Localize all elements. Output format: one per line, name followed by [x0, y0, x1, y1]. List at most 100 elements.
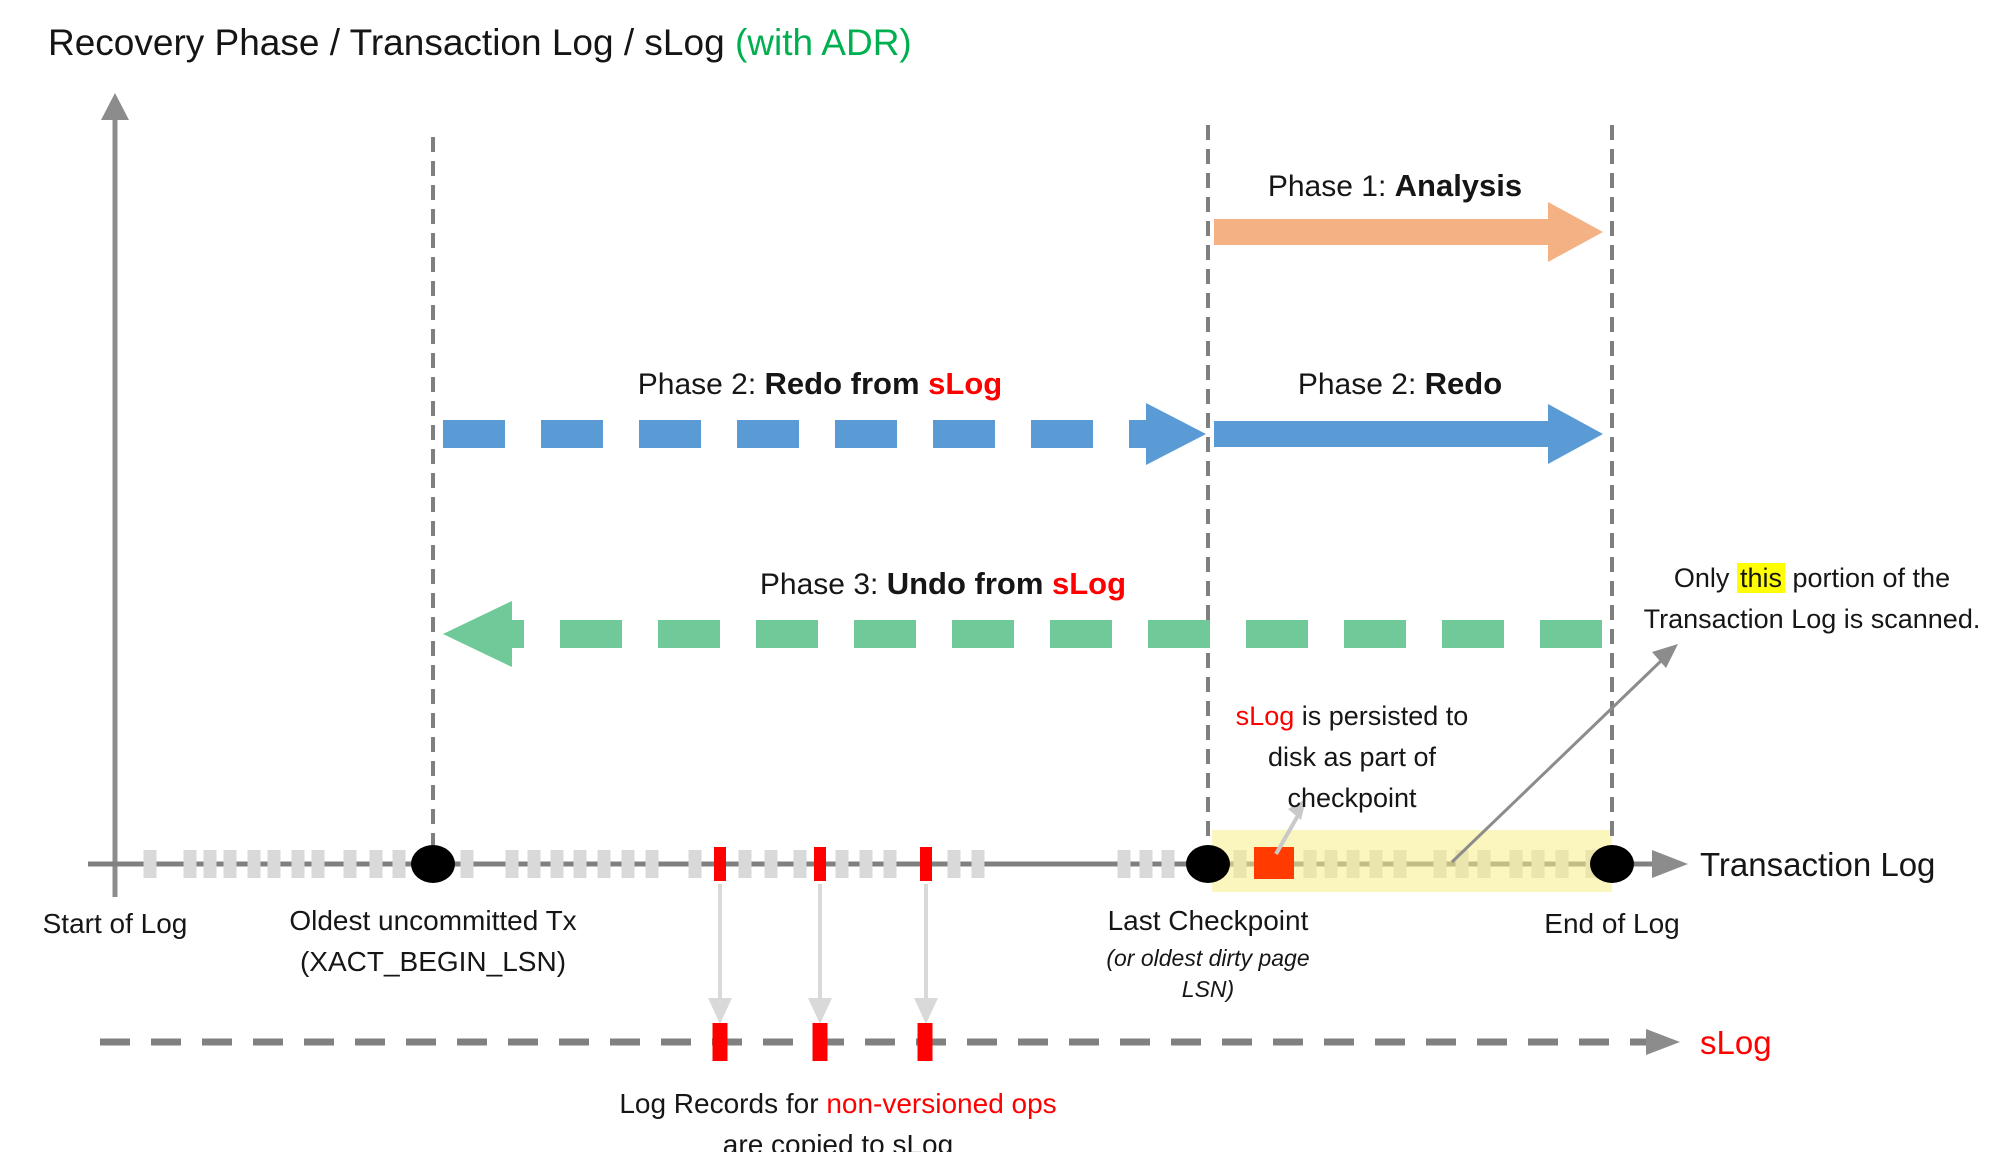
- scanned-note-pre: Only: [1673, 563, 1737, 593]
- oldest-uncommitted-marker: [411, 845, 455, 883]
- transaction-log-arrowhead-icon: [1652, 850, 1688, 878]
- nonversioned-op-tick: [920, 847, 932, 881]
- slog-record-tick: [812, 1023, 828, 1061]
- redo-arrow-body: [1214, 421, 1548, 447]
- oldest-uncommitted-label: Oldest uncommitted Tx (XACT_BEGIN_LSN): [233, 900, 633, 982]
- phase2-prefix: Phase 2:: [1297, 368, 1425, 401]
- y-axis-up-arrowhead-icon: [101, 93, 129, 120]
- checkpoint-line2: (or oldest dirty page: [1106, 945, 1310, 971]
- phase3-name: Undo from: [886, 566, 1052, 601]
- copy-to-slog-arrowhead-icon: [808, 998, 832, 1024]
- log-record-tick: [859, 850, 873, 878]
- copy-to-slog-arrows: [708, 884, 938, 1024]
- persist-pointer-head: [1288, 799, 1306, 820]
- checkpoint-line1: Last Checkpoint: [1107, 905, 1309, 936]
- undo-from-slog-arrow-head: [443, 601, 512, 667]
- log-record-tick: [645, 850, 659, 878]
- log-record-tick: [247, 850, 261, 878]
- redo-arrow-head: [1548, 404, 1603, 464]
- checkpoint-line3: LSN): [1181, 976, 1235, 1002]
- last-checkpoint-label: Last Checkpoint (or oldest dirty page LS…: [1008, 900, 1408, 1005]
- undo-from-slog-arrow: [443, 601, 1602, 667]
- phase1-name: Analysis: [1394, 168, 1523, 203]
- title-accent: (with ADR): [734, 22, 912, 63]
- phase2-slog-label: Phase 2: Redo from sLog: [620, 366, 1020, 402]
- oldest-line1: Oldest uncommitted Tx: [289, 905, 577, 936]
- marker-dots: [411, 845, 1634, 883]
- nonversioned-op-tick: [714, 847, 726, 881]
- log-record-tick: [392, 850, 406, 878]
- log-record-tick: [550, 850, 564, 878]
- analysis-arrow: [1214, 202, 1603, 262]
- start-of-log-label: Start of Log: [42, 908, 188, 939]
- slog-arrowhead-icon: [1646, 1029, 1680, 1055]
- phase2-name: Redo: [1424, 366, 1503, 401]
- end-of-log-label: End of Log: [1544, 908, 1680, 939]
- slog-persisted-square: [1254, 847, 1294, 879]
- phase3-label: Phase 3: Undo from sLog: [743, 566, 1143, 602]
- slog-record-tick: [917, 1023, 933, 1061]
- log-record-tick: [947, 850, 961, 878]
- persist-note-line2: disk as part of: [1267, 742, 1437, 772]
- phase3-prefix: Phase 3:: [759, 568, 887, 601]
- log-record-tick: [343, 850, 357, 878]
- log-record-tick: [505, 850, 519, 878]
- persist-note-line3: checkpoint: [1287, 783, 1417, 813]
- log-record-tick: [835, 850, 849, 878]
- phase2-label: Phase 2: Redo: [1200, 366, 1600, 402]
- redo-arrow: [1214, 404, 1603, 464]
- transaction-log-axis-label: Transaction Log: [1700, 846, 1936, 883]
- copied-note: Log Records for non-versioned ops are co…: [588, 1083, 1088, 1152]
- redo-from-slog-arrow-head: [1146, 403, 1206, 465]
- log-record-tick: [621, 850, 635, 878]
- log-record-tick: [1161, 850, 1175, 878]
- phase2-slog-red: sLog: [928, 366, 1003, 401]
- redo-from-slog-arrow: [443, 403, 1206, 465]
- persist-pointer-line: [1274, 811, 1302, 855]
- copied-note-red: non-versioned ops: [826, 1088, 1057, 1119]
- persist-note: sLog is persisted to disk as part of che…: [1152, 696, 1552, 819]
- log-record-tick: [688, 850, 702, 878]
- log-record-tick: [971, 850, 985, 878]
- log-record-tick: [764, 850, 778, 878]
- last-checkpoint-marker: [1186, 845, 1230, 883]
- log-record-tick: [1139, 850, 1153, 878]
- copied-note-line2: are copied to sLog: [722, 1129, 954, 1152]
- phase1-label: Phase 1: Analysis: [1195, 168, 1595, 204]
- slog-record-tick: [712, 1023, 728, 1061]
- scanned-pointer-line: [1450, 658, 1664, 864]
- scanned-pointer-head: [1652, 644, 1678, 668]
- log-record-tick: [793, 850, 807, 878]
- log-record-tick: [183, 850, 197, 878]
- log-record-tick: [527, 850, 541, 878]
- log-record-tick: [597, 850, 611, 878]
- scanned-note-post: portion of the: [1784, 563, 1951, 593]
- title-main: Recovery Phase / Transaction Log / sLog: [48, 22, 735, 63]
- log-record-tick: [203, 850, 217, 878]
- scanned-note: Only this portion of the Transaction Log…: [1632, 558, 1992, 640]
- log-record-tick: [223, 850, 237, 878]
- log-record-tick: [143, 850, 157, 878]
- log-record-tick: [738, 850, 752, 878]
- analysis-arrow-body: [1214, 219, 1548, 245]
- page-title: Recovery Phase / Transaction Log / sLog …: [48, 22, 912, 64]
- phase1-prefix: Phase 1:: [1267, 170, 1395, 203]
- oldest-line2: (XACT_BEGIN_LSN): [299, 946, 567, 977]
- nonversioned-op-tick: [814, 847, 826, 881]
- marker-dashed-lines: [431, 125, 1614, 845]
- checkpoint-subtext: (or oldest dirty page LSN): [1008, 943, 1408, 1005]
- log-record-tick: [460, 850, 474, 878]
- log-record-tick: [267, 850, 281, 878]
- scanned-note-highlight: this: [1736, 563, 1785, 593]
- copied-note-pre: Log Records for: [619, 1088, 827, 1119]
- persist-pointer-arrow: [1274, 799, 1306, 855]
- log-record-tick: [573, 850, 587, 878]
- log-record-tick: [311, 850, 325, 878]
- slog-axis-label: sLog: [1700, 1024, 1772, 1061]
- log-record-tick: [883, 850, 897, 878]
- scanned-note-line2: Transaction Log is scanned.: [1643, 604, 1981, 634]
- slog-persisted-square-group: [1254, 847, 1294, 879]
- copy-to-slog-arrowhead-icon: [708, 998, 732, 1024]
